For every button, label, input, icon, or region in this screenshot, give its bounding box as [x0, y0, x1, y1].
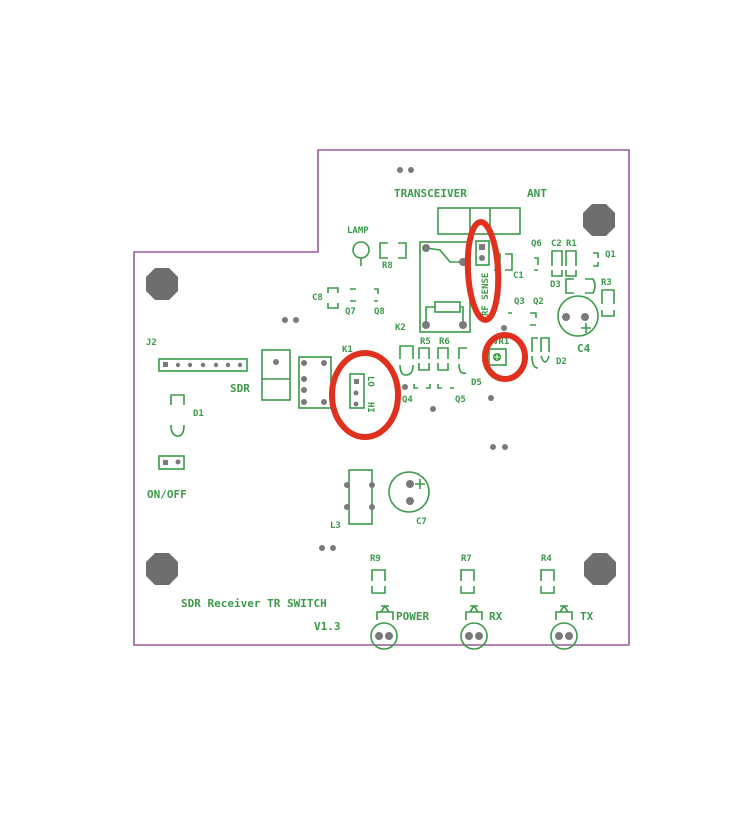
c4-label: C4	[577, 342, 591, 355]
lamp-footprint	[352, 241, 370, 259]
q2-label: Q2	[533, 297, 544, 307]
vr1-trimmer	[488, 348, 507, 366]
r3-label: R3	[601, 278, 612, 288]
r5-label: R5	[420, 337, 431, 347]
d2-label: D2	[556, 357, 567, 367]
j2-header	[158, 358, 248, 372]
rx-led	[460, 604, 488, 650]
power-led	[370, 604, 398, 650]
on-off-label: ON/OFF	[147, 488, 187, 501]
r8-footprint	[379, 242, 407, 259]
rf-sense-header	[475, 240, 490, 266]
r9-label: R9	[370, 554, 381, 564]
c2-label: C2	[551, 239, 562, 249]
k2-label: K2	[395, 323, 406, 333]
highlight-rf-sense	[464, 219, 502, 323]
r6-label: R6	[439, 337, 450, 347]
lamp-label: LAMP	[347, 226, 369, 236]
k2-relay	[419, 241, 471, 333]
highlight-lo-hi	[329, 350, 401, 440]
r4-label: R4	[541, 554, 552, 564]
transceiver-label: TRANSCEIVER	[394, 187, 467, 200]
mounting-hole	[146, 268, 178, 300]
d3-label: D3	[550, 280, 561, 290]
c1-label: C1	[513, 271, 524, 281]
r7-label: R7	[461, 554, 472, 564]
q6-label: Q6	[531, 239, 542, 249]
lo-hi-header	[349, 373, 365, 409]
lo-label: LO	[365, 376, 375, 387]
d1-label: D1	[193, 409, 204, 419]
j2-label: J2	[146, 338, 157, 348]
hi-label: HI	[365, 402, 375, 413]
tx-led-label: TX	[580, 610, 594, 623]
ant-label: ANT	[527, 187, 547, 200]
l3-label: L3	[330, 521, 341, 531]
c4-capacitor	[557, 295, 599, 337]
tx-led	[550, 604, 578, 650]
vr1-label: VR1	[493, 337, 509, 347]
q8-label: Q8	[374, 307, 385, 317]
q1-label: Q1	[605, 250, 616, 260]
mounting-holes	[146, 204, 616, 585]
k1-relay	[298, 356, 332, 409]
mounting-hole	[583, 204, 615, 236]
d5-label: D5	[471, 378, 482, 388]
d1-footprint	[170, 394, 185, 437]
l3-inductor	[344, 469, 375, 525]
c8-label: C8	[312, 293, 323, 303]
board-outline	[133, 149, 630, 646]
mounting-hole	[146, 553, 178, 585]
q3-label: Q3	[514, 297, 525, 307]
c7-capacitor	[388, 471, 430, 513]
on-off-header	[158, 455, 185, 470]
highlight-vr1	[482, 332, 528, 382]
sdr-label: SDR	[230, 382, 250, 395]
c7-label: C7	[416, 517, 427, 527]
power-led-label: POWER	[396, 610, 429, 623]
rf-sense-label: RF SENSE	[481, 273, 491, 316]
q4-label: Q4	[402, 395, 413, 405]
r8-label: R8	[382, 261, 393, 271]
board-title: SDR Receiver TR SWITCH	[181, 597, 327, 610]
mounting-hole	[584, 553, 616, 585]
q7-label: Q7	[345, 307, 356, 317]
board-version: V1.3	[314, 620, 341, 633]
rx-led-label: RX	[489, 610, 503, 623]
r1-label: R1	[566, 239, 577, 249]
q5-label: Q5	[455, 395, 466, 405]
k1-label: K1	[342, 345, 353, 355]
vias	[282, 167, 508, 551]
sdr-connector	[261, 349, 291, 401]
